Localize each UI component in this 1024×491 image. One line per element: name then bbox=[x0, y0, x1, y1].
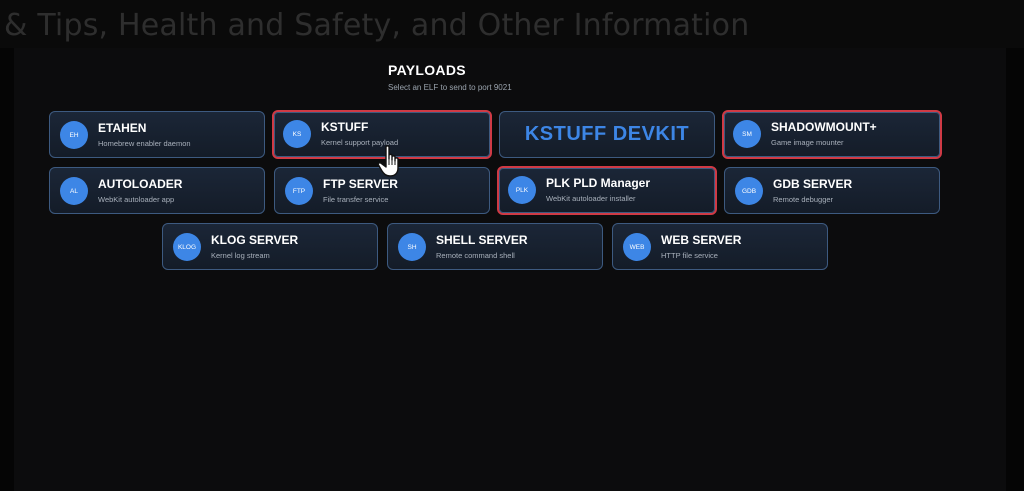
payload-name: ETAHEN bbox=[98, 121, 147, 135]
payload-card-shell-server[interactable]: SH SHELL SERVER Remote command shell bbox=[387, 223, 603, 270]
plk-badge-icon: PLK bbox=[508, 176, 536, 204]
payload-card-ftp-server[interactable]: FTP FTP SERVER File transfer service bbox=[274, 167, 490, 214]
ftp-badge-icon: FTP bbox=[285, 177, 313, 205]
payload-card-autoloader[interactable]: AL AUTOLOADER WebKit autoloader app bbox=[49, 167, 265, 214]
shadowmount-badge-icon: SM bbox=[733, 120, 761, 148]
top-banner: & Tips, Health and Safety, and Other Inf… bbox=[0, 0, 1024, 48]
payload-description: Homebrew enabler daemon bbox=[98, 139, 191, 148]
payload-card-gdb-server[interactable]: GDB GDB SERVER Remote debugger bbox=[724, 167, 940, 214]
banner-text: & Tips, Health and Safety, and Other Inf… bbox=[4, 8, 750, 43]
payload-description: HTTP file service bbox=[661, 251, 718, 260]
feature-title: KSTUFF DEVKIT bbox=[524, 123, 690, 145]
payload-name: AUTOLOADER bbox=[98, 177, 183, 191]
hand-pointer-icon bbox=[377, 145, 399, 177]
payload-description: WebKit autoloader installer bbox=[546, 194, 636, 203]
payload-card-plk-pld-manager[interactable]: PLK PLK PLD Manager WebKit autoloader in… bbox=[497, 166, 717, 215]
kstuff-badge-icon: KS bbox=[283, 120, 311, 148]
payload-card-shadowmount[interactable]: SM SHADOWMOUNT+ Game image mounter bbox=[722, 110, 942, 159]
payload-description: WebKit autoloader app bbox=[98, 195, 175, 204]
payload-card-web-server[interactable]: WEB WEB SERVER HTTP file service bbox=[612, 223, 828, 270]
gdb-badge-icon: GDB bbox=[735, 177, 763, 205]
payload-name: SHELL SERVER bbox=[436, 233, 528, 247]
web-badge-icon: WEB bbox=[623, 233, 651, 261]
payload-description: Remote debugger bbox=[773, 195, 834, 204]
payload-name: KLOG SERVER bbox=[211, 233, 299, 247]
page-title: PAYLOADS bbox=[388, 62, 466, 78]
payload-description: Game image mounter bbox=[771, 138, 844, 147]
etahen-badge-icon: EH bbox=[60, 121, 88, 149]
payload-name: FTP SERVER bbox=[323, 177, 398, 191]
payload-description: Remote command shell bbox=[436, 251, 515, 260]
page-subtitle: Select an ELF to send to port 9021 bbox=[388, 83, 512, 92]
payload-name: PLK PLD Manager bbox=[546, 176, 651, 190]
klog-badge-icon: KLOG bbox=[173, 233, 201, 261]
shell-badge-icon: SH bbox=[398, 233, 426, 261]
payload-card-etahen[interactable]: EH ETAHEN Homebrew enabler daemon bbox=[49, 111, 265, 158]
payload-name: KSTUFF bbox=[321, 120, 369, 134]
payload-description: Kernel support payload bbox=[321, 138, 399, 147]
payload-description: File transfer service bbox=[323, 195, 389, 204]
payload-card-kstuff-devkit[interactable]: KSTUFF DEVKIT bbox=[499, 111, 715, 158]
payload-name: SHADOWMOUNT+ bbox=[771, 120, 877, 134]
payload-card-klog-server[interactable]: KLOG KLOG SERVER Kernel log stream bbox=[162, 223, 378, 270]
autoloader-badge-icon: AL bbox=[60, 177, 88, 205]
payload-description: Kernel log stream bbox=[211, 251, 270, 260]
payload-name: GDB SERVER bbox=[773, 177, 853, 191]
payload-card-kstuff[interactable]: KS KSTUFF Kernel support payload bbox=[272, 110, 492, 159]
payload-name: WEB SERVER bbox=[661, 233, 742, 247]
